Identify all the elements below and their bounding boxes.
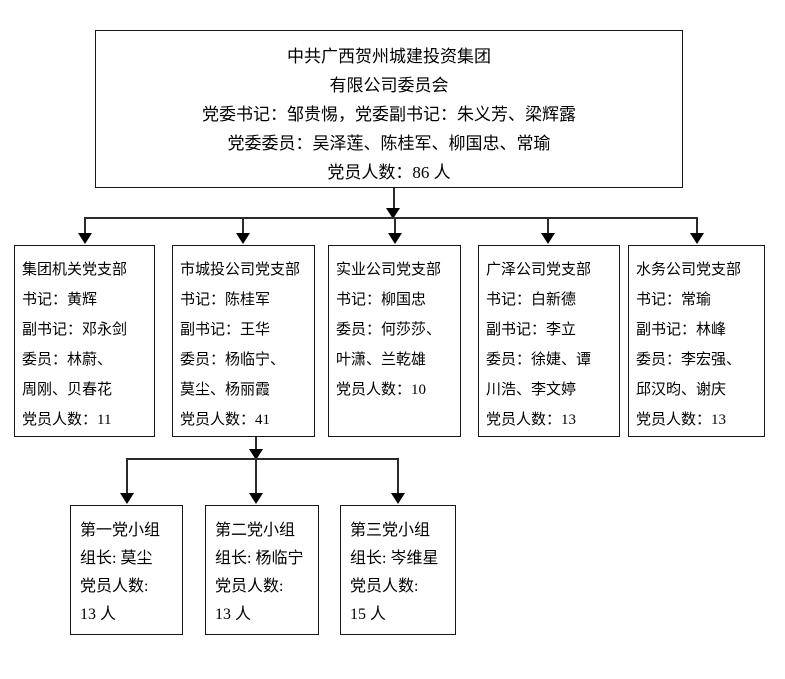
group-box-second: 第二党小组组长: 杨临宁党员人数: 13 人 <box>205 505 319 635</box>
text-line: 副书记：林峰 <box>636 322 727 338</box>
arrowhead-down-icon <box>391 493 405 504</box>
arrowhead-down-icon <box>249 493 263 504</box>
branch-box-guangze: 广泽公司党支部书记：白新德副书记：李立委员：徐婕、谭川浩、李文婷党员人数：13 <box>478 245 620 437</box>
text-line: 副书记：李立 <box>486 322 577 338</box>
connector-line <box>126 460 128 493</box>
root-committee-box: 中共广西贺州城建投资集团有限公司委员会党委书记：邹贵惕，党委副书记：朱义芳、梁辉… <box>95 30 683 188</box>
text-line: 组长: 杨临宁 <box>215 550 304 567</box>
text-line: 有限公司委员会 <box>329 76 449 95</box>
text-line: 副书记：邓永剑 <box>22 322 128 338</box>
text-line: 第二党小组 <box>215 522 296 539</box>
text-line: 党员人数: <box>350 578 419 595</box>
text-line: 13 人 <box>215 606 252 623</box>
connector-line <box>696 219 698 233</box>
text-line: 党员人数：41 <box>180 412 271 428</box>
text-line: 党员人数：13 <box>486 412 577 428</box>
text-line: 第一党小组 <box>80 522 161 539</box>
text-line: 邱汉昀、谢庆 <box>636 382 727 398</box>
text-line: 党员人数: <box>215 578 284 595</box>
connector-line <box>84 219 86 233</box>
connector-line <box>126 458 399 460</box>
text-line: 委员：徐婕、谭 <box>486 352 592 368</box>
group-box-first: 第一党小组组长: 莫尘党员人数: 13 人 <box>70 505 183 635</box>
text-line: 书记：柳国忠 <box>336 292 427 308</box>
text-line: 叶潇、兰乾雄 <box>336 352 427 368</box>
text-line: 集团机关党支部 <box>22 262 128 278</box>
text-line: 委员：何莎莎、 <box>336 322 442 338</box>
text-line: 副书记：王华 <box>180 322 271 338</box>
text-line: 莫尘、杨丽霞 <box>180 382 271 398</box>
arrowhead-down-icon <box>690 233 704 244</box>
connector-line <box>393 188 395 210</box>
text-line: 委员：林蔚、 <box>22 352 113 368</box>
branch-box-chengtou: 市城投公司党支部书记：陈桂军副书记：王华委员：杨临宁、莫尘、杨丽霞党员人数：41 <box>172 245 315 437</box>
text-line: 周刚、贝春花 <box>22 382 113 398</box>
branch-box-shiye: 实业公司党支部书记：柳国忠委员：何莎莎、叶潇、兰乾雄党员人数：10 <box>328 245 461 437</box>
arrowhead-down-icon <box>388 233 402 244</box>
text-line: 水务公司党支部 <box>636 262 742 278</box>
connector-line <box>242 219 244 233</box>
connector-line <box>394 219 396 233</box>
connector-line <box>397 460 399 493</box>
text-line: 党员人数：86 人 <box>327 163 451 182</box>
arrowhead-down-icon <box>120 493 134 504</box>
text-line: 党员人数: <box>80 578 149 595</box>
branch-box-group-hq: 集团机关党支部书记：黄辉副书记：邓永剑委员：林蔚、周刚、贝春花党员人数：11 <box>14 245 155 437</box>
text-line: 广泽公司党支部 <box>486 262 592 278</box>
text-line: 委员：杨临宁、 <box>180 352 286 368</box>
arrowhead-down-icon <box>541 233 555 244</box>
arrowhead-down-icon <box>78 233 92 244</box>
text-line: 第三党小组 <box>350 522 431 539</box>
text-line: 党委委员：吴泽莲、陈桂军、柳国忠、常瑜 <box>227 134 551 153</box>
text-line: 川浩、李文婷 <box>486 382 577 398</box>
text-line: 组长: 岑维星 <box>350 550 439 567</box>
text-line: 党员人数：10 <box>336 382 427 398</box>
text-line: 书记：陈桂军 <box>180 292 271 308</box>
arrowhead-down-icon <box>236 233 250 244</box>
text-line: 中共广西贺州城建投资集团 <box>287 47 491 66</box>
text-line: 委员：李宏强、 <box>636 352 742 368</box>
text-line: 书记：常瑜 <box>636 292 712 308</box>
arrowhead-down-icon <box>386 208 400 219</box>
branch-box-shuiwu: 水务公司党支部书记：常瑜副书记：林峰委员：李宏强、邱汉昀、谢庆党员人数：13 <box>628 245 765 437</box>
connector-line <box>547 219 549 233</box>
text-line: 15 人 <box>350 606 387 623</box>
arrowhead-down-icon <box>249 449 263 460</box>
text-line: 书记：黄辉 <box>22 292 98 308</box>
group-box-third: 第三党小组组长: 岑维星党员人数: 15 人 <box>340 505 456 635</box>
connector-line <box>255 437 257 451</box>
text-line: 组长: 莫尘 <box>80 550 153 567</box>
text-line: 党委书记：邹贵惕，党委副书记：朱义芳、梁辉露 <box>202 105 576 124</box>
text-line: 13 人 <box>80 606 117 623</box>
text-line: 实业公司党支部 <box>336 262 442 278</box>
connector-line <box>255 460 257 493</box>
text-line: 党员人数：13 <box>636 412 727 428</box>
connector-line <box>84 217 698 219</box>
text-line: 书记：白新德 <box>486 292 577 308</box>
text-line: 党员人数：11 <box>22 412 112 428</box>
text-line: 市城投公司党支部 <box>180 262 301 278</box>
